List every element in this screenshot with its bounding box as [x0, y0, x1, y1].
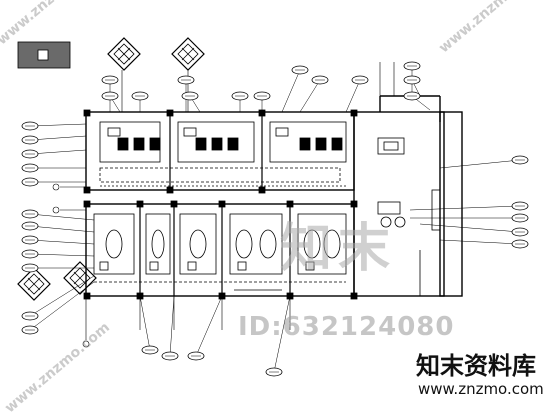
diamond-marker-2 — [171, 37, 205, 71]
diamond-marker-4 — [63, 261, 97, 295]
watermark-logo: 知末 — [280, 219, 397, 279]
callout-leader — [169, 295, 175, 357]
callout-leader — [29, 275, 95, 317]
callout-leader — [29, 281, 95, 331]
callout-leader — [29, 123, 87, 127]
axis-lines — [52, 62, 395, 348]
callout-leader — [139, 295, 151, 351]
diamond-marker-1 — [107, 37, 141, 71]
building-outline — [85, 95, 463, 297]
callout-leader — [273, 295, 291, 373]
callout-leader — [439, 159, 521, 169]
diamond-marker-3 — [17, 267, 51, 301]
callout-leader — [345, 79, 361, 113]
right-wing-furniture — [377, 137, 441, 296]
legend-swatch — [17, 41, 71, 69]
callout-leader — [29, 149, 87, 155]
watermark-site-url: www.znzmo.com — [418, 380, 544, 398]
callout-leader — [29, 135, 87, 141]
callout-leader — [281, 69, 301, 113]
callout-leader — [29, 225, 95, 233]
callout-leader — [409, 205, 521, 211]
callout-leader — [419, 223, 521, 233]
callout-leader — [29, 239, 95, 245]
callout-leader — [299, 79, 321, 113]
callout-leader — [29, 213, 95, 221]
callout-leader — [195, 295, 223, 357]
lower-rooms — [93, 204, 347, 296]
callouts — [21, 61, 529, 377]
callout-leader — [29, 253, 95, 257]
upper-rooms — [99, 112, 347, 190]
watermark-site-name: 知末资料库 — [416, 352, 536, 380]
callout-leader — [439, 239, 521, 245]
watermark-id: ID:632124080 — [238, 312, 455, 342]
